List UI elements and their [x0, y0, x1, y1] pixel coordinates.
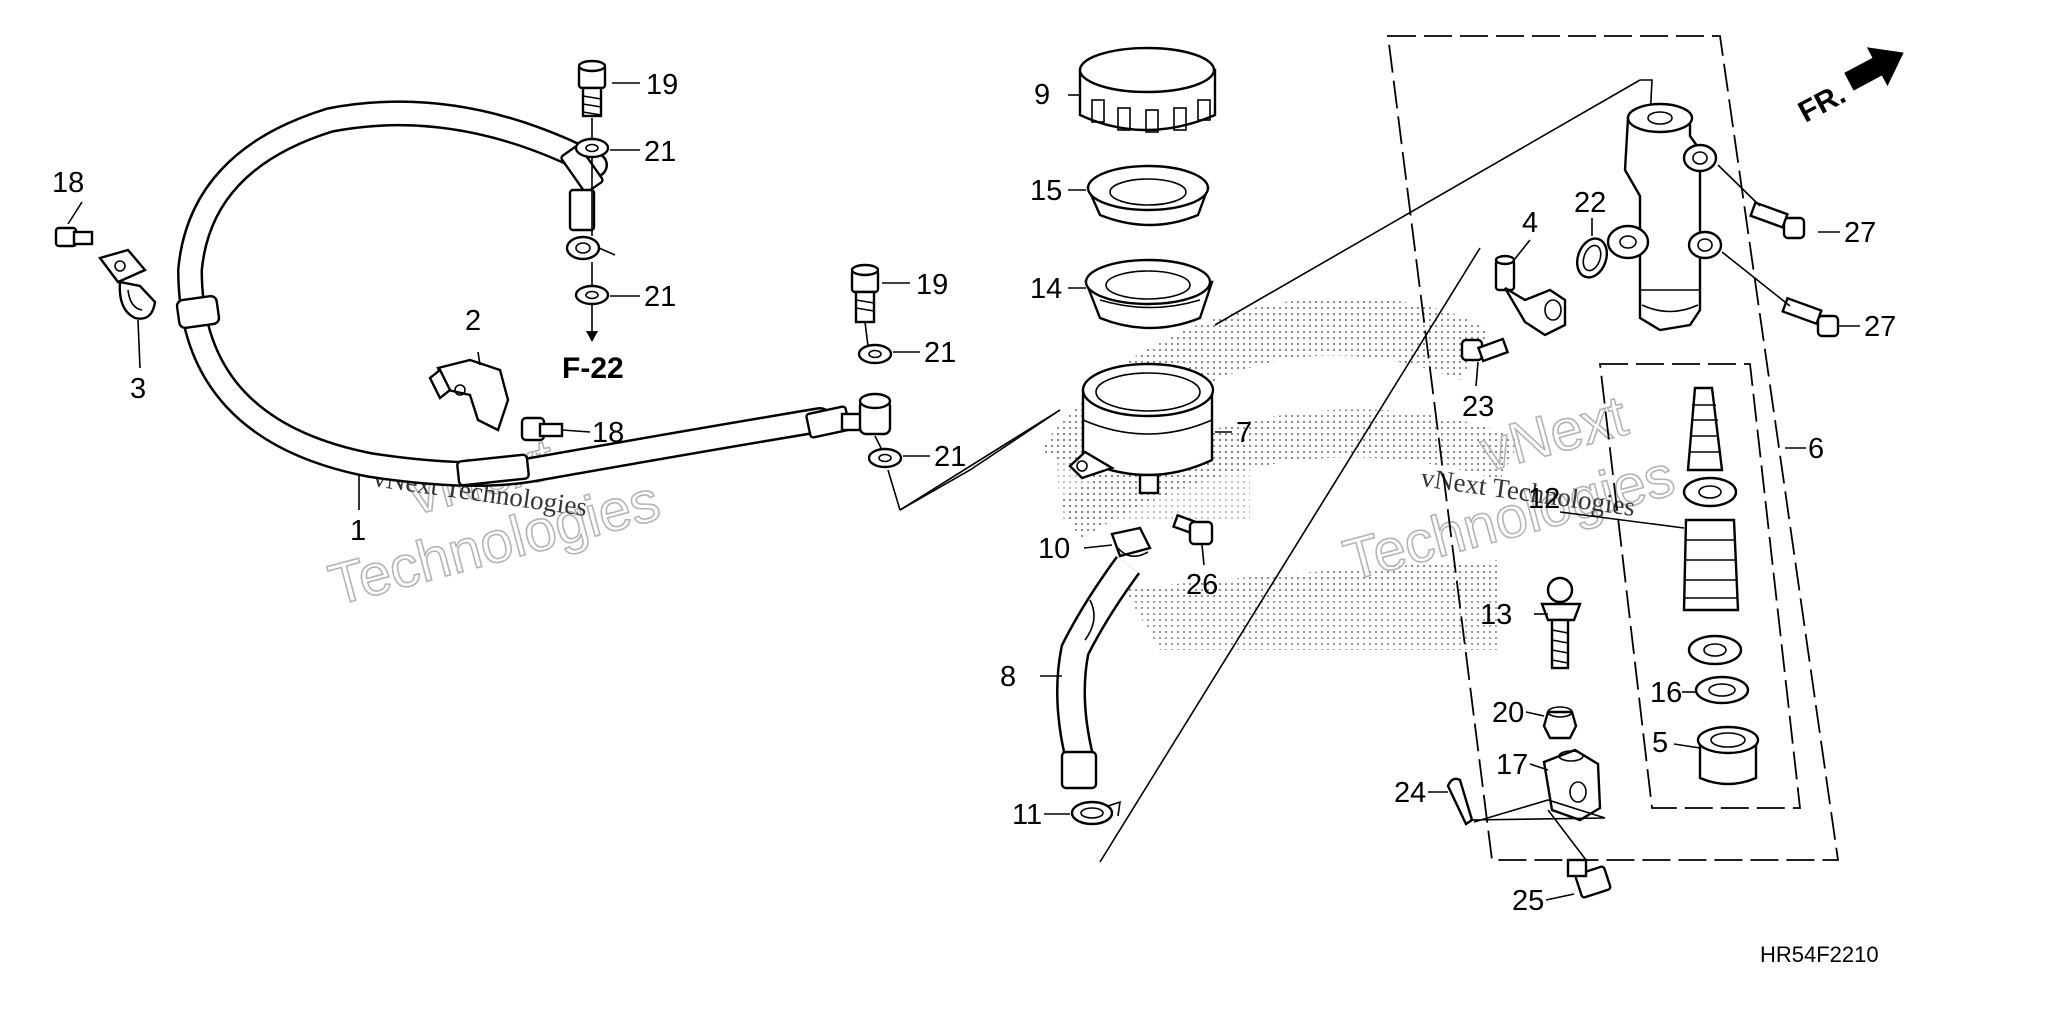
label-24: 24 [1394, 777, 1426, 809]
label-4: 4 [1522, 207, 1538, 239]
label-18b: 18 [592, 417, 624, 449]
master-cylinder-body [1606, 102, 1723, 332]
o-ring-22 [1575, 237, 1609, 279]
label-18a: 18 [52, 167, 84, 199]
hose-bracket-2 [428, 358, 510, 432]
label-5: 5 [1652, 727, 1668, 759]
label-21b: 21 [644, 281, 676, 313]
reservoir-tank-7 [1068, 362, 1215, 495]
cotter-pin-24 [1446, 777, 1474, 826]
label-25: 25 [1512, 885, 1544, 917]
bolt-27-upper [1749, 201, 1806, 240]
bolt-27-lower [1781, 296, 1840, 338]
label-23: 23 [1462, 391, 1494, 423]
joint-pin-25 [1566, 858, 1612, 899]
label-20: 20 [1492, 697, 1524, 729]
label-26: 26 [1186, 569, 1218, 601]
bolt-23 [1460, 337, 1510, 363]
label-11: 11 [1012, 799, 1042, 831]
cup-seal [1687, 634, 1743, 666]
label-9: 9 [1034, 79, 1050, 111]
bolt-19-right [850, 263, 880, 324]
reservoir-cap-9 [1078, 46, 1217, 133]
bolt-19-top [577, 59, 607, 118]
spring [1686, 386, 1724, 472]
brake-hose [175, 100, 864, 487]
diaphragm-14 [1084, 258, 1214, 330]
label-7: 7 [1236, 417, 1252, 449]
boot-5 [1696, 725, 1760, 786]
label-13: 13 [1480, 599, 1512, 631]
washer-21d [867, 447, 903, 469]
bolt-18-left [54, 226, 94, 248]
piston-12 [1682, 476, 1740, 612]
upper-banjo-fitting [565, 235, 616, 261]
label-21c: 21 [924, 337, 956, 369]
reservoir-hose-8 [1056, 556, 1141, 790]
label-3: 3 [130, 373, 146, 405]
nut-20 [1542, 706, 1578, 740]
hose-clip-10 [1110, 526, 1152, 558]
diagram-code: HR54F2210 [1760, 942, 1879, 967]
hose-clip-11 [1070, 800, 1121, 826]
label-17: 17 [1496, 749, 1528, 781]
label-19b: 19 [916, 269, 948, 301]
label-14: 14 [1030, 273, 1062, 305]
rod-joint-17 [1542, 748, 1602, 822]
label-6: 6 [1808, 433, 1824, 465]
label-8: 8 [1000, 661, 1016, 693]
washer-21c [857, 343, 893, 365]
label-19a: 19 [646, 69, 678, 101]
label-15: 15 [1030, 175, 1062, 207]
label-16: 16 [1650, 677, 1682, 709]
bolt-18-mid [520, 416, 564, 442]
label-10: 10 [1038, 533, 1070, 565]
washer-21a [574, 137, 610, 159]
label-22: 22 [1574, 187, 1606, 219]
diaphragm-plate-15 [1086, 164, 1210, 227]
label-27a: 27 [1844, 217, 1876, 249]
reference-label-f22: F-22 [562, 352, 624, 385]
label-27b: 27 [1864, 311, 1896, 343]
front-direction-arrow: FR. [1793, 47, 1904, 129]
label-12: 12 [1528, 483, 1560, 515]
bolt-26 [1171, 513, 1214, 546]
right-banjo-fitting [858, 392, 892, 436]
label-2: 2 [465, 305, 481, 337]
circlip-16 [1694, 675, 1750, 705]
push-rod-13 [1540, 576, 1582, 670]
svg-text:FR.: FR. [1793, 77, 1851, 129]
master-cylinder-group-outline [1386, 35, 1840, 861]
label-21d: 21 [934, 441, 966, 473]
label-21a: 21 [644, 136, 676, 168]
hose-clamp-3 [97, 248, 157, 320]
washer-21b [574, 284, 610, 306]
label-1: 1 [350, 515, 366, 547]
piston-kit-outline [1598, 363, 1802, 809]
hose-joint-4 [1494, 254, 1567, 337]
